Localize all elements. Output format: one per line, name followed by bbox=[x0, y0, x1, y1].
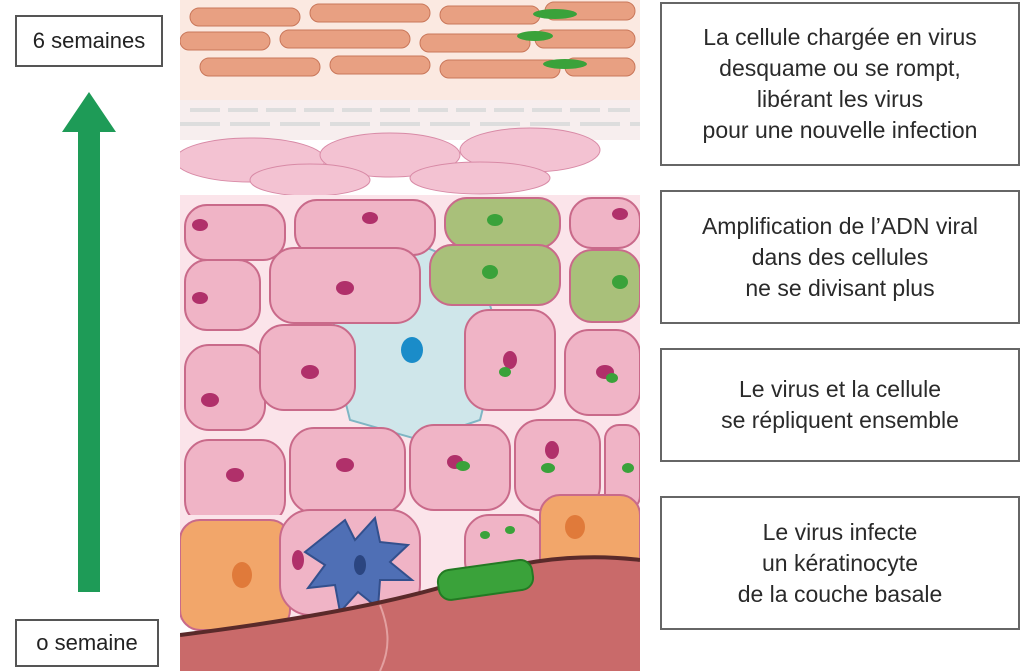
released-virus bbox=[533, 9, 577, 19]
stratum-corneum bbox=[180, 0, 640, 100]
granular-layer bbox=[180, 100, 640, 196]
nucleus bbox=[503, 351, 517, 369]
viral-nucleus bbox=[482, 265, 498, 279]
keratinocyte bbox=[185, 205, 285, 260]
stage-text-line: La cellule chargée en virus bbox=[703, 22, 977, 53]
released-virus bbox=[543, 59, 587, 69]
time-label-top: 6 semaines bbox=[15, 15, 163, 67]
stage-box-shedding: La cellule chargée en virus desquame ou … bbox=[660, 2, 1020, 166]
viral-nucleus bbox=[612, 275, 628, 289]
keratinocyte bbox=[295, 200, 435, 255]
stage-box-infection: Le virus infecte un kératinocyte de la c… bbox=[660, 496, 1020, 630]
keratinocyte bbox=[570, 198, 640, 248]
spinous-layer bbox=[180, 195, 640, 525]
nucleus bbox=[336, 458, 354, 472]
infected-cell bbox=[570, 250, 640, 322]
nucleus bbox=[545, 441, 559, 459]
time-label-bottom-text: o semaine bbox=[36, 630, 138, 656]
stage-text-line: dans des cellules bbox=[752, 242, 928, 273]
time-label-top-text: 6 semaines bbox=[33, 28, 146, 54]
nucleus bbox=[612, 208, 628, 220]
infected-cell bbox=[445, 198, 560, 248]
stage-text-line: ne se divisant plus bbox=[745, 273, 934, 304]
stage-text-line: desquame ou se rompt, bbox=[719, 53, 961, 84]
virus-particle bbox=[499, 367, 511, 377]
nucleus bbox=[292, 550, 304, 570]
time-arrow-head bbox=[62, 92, 116, 592]
nucleus bbox=[565, 515, 585, 539]
keratinocyte bbox=[185, 345, 265, 430]
stage-text-line: libérant les virus bbox=[757, 84, 923, 115]
nucleus bbox=[226, 468, 244, 482]
time-label-bottom: o semaine bbox=[15, 619, 159, 667]
virus-particle bbox=[480, 531, 490, 539]
stage-text-line: un kératinocyte bbox=[762, 548, 918, 579]
nucleus bbox=[336, 281, 354, 295]
time-arrow bbox=[60, 92, 118, 592]
keratinocyte bbox=[185, 440, 285, 525]
nucleus bbox=[192, 292, 208, 304]
nucleus bbox=[362, 212, 378, 224]
nucleus bbox=[201, 393, 219, 407]
virus-particle bbox=[456, 461, 470, 471]
nucleus bbox=[192, 219, 208, 231]
stage-text-line: pour une nouvelle infection bbox=[703, 115, 978, 146]
skin-tissue-illustration bbox=[180, 0, 640, 671]
stage-text-line: Le virus infecte bbox=[763, 517, 918, 548]
langerhans-nucleus bbox=[401, 337, 423, 363]
stage-text-line: Le virus et la cellule bbox=[739, 374, 941, 405]
released-virus bbox=[517, 31, 553, 41]
stage-text-line: de la couche basale bbox=[738, 579, 943, 610]
nucleus bbox=[232, 562, 252, 588]
stage-box-replication: Le virus et la cellule se répliquent ens… bbox=[660, 348, 1020, 462]
virus-particle bbox=[622, 463, 634, 473]
viral-nucleus bbox=[487, 214, 503, 226]
virus-particle bbox=[505, 526, 515, 534]
virus-particle bbox=[606, 373, 618, 383]
virus-particle bbox=[541, 463, 555, 473]
stage-text-line: Amplification de l’ADN viral bbox=[702, 211, 978, 242]
stage-box-amplification: Amplification de l’ADN viral dans des ce… bbox=[660, 190, 1020, 324]
nucleus bbox=[301, 365, 319, 379]
stage-text-line: se répliquent ensemble bbox=[721, 405, 959, 436]
